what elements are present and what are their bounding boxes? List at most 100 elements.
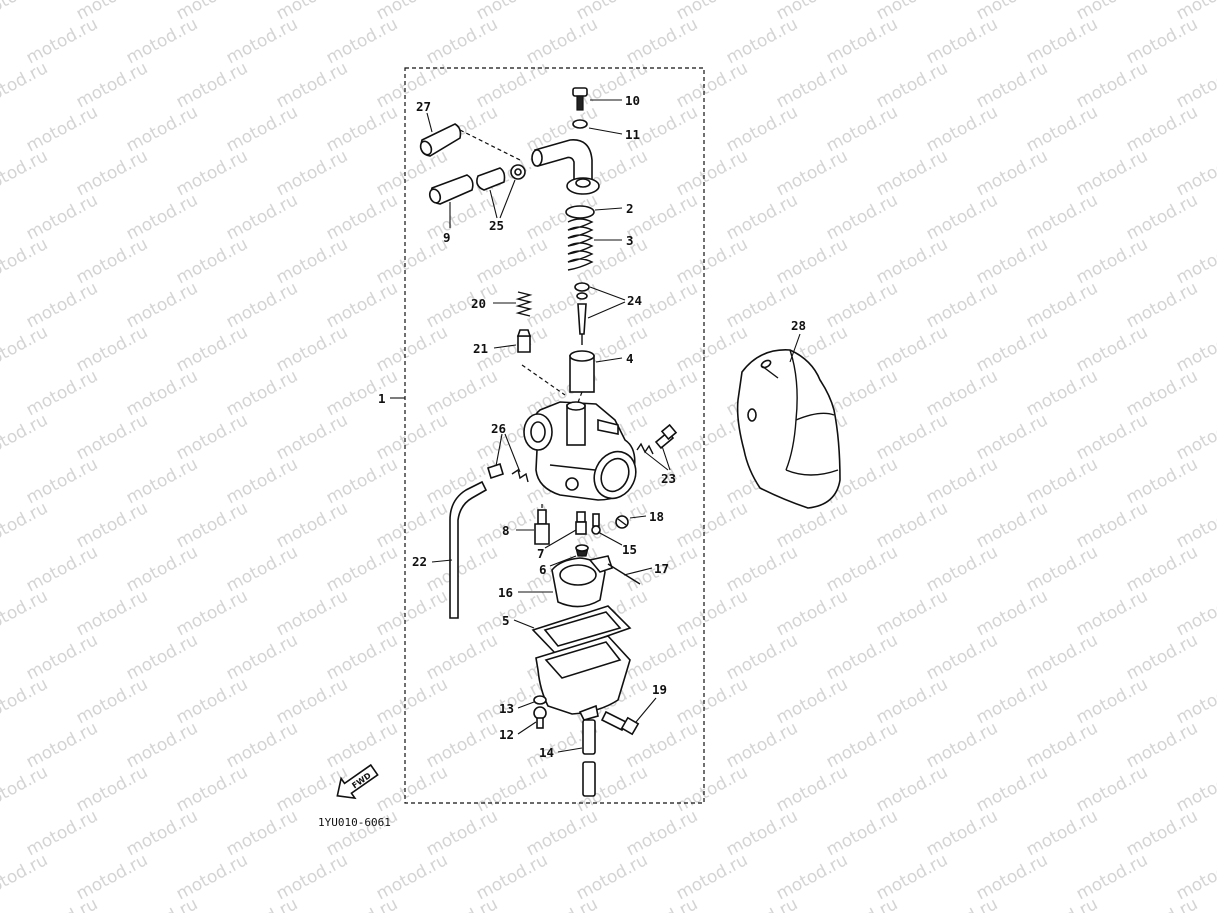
watermark-text: motod.ru (723, 542, 801, 596)
watermark-text: motod.ru (373, 234, 451, 288)
watermark-text: motod.ru (0, 806, 1, 860)
watermark-text: motod.ru (73, 146, 151, 200)
watermark-text: motod.ru (1123, 454, 1201, 508)
watermark-text: motod.ru (473, 58, 551, 112)
callout-18-leader (629, 515, 647, 519)
callout-23-leader-a (644, 451, 669, 471)
callout-14: 14 (539, 745, 554, 760)
watermark-text: motod.ru (423, 630, 501, 684)
watermark-text: motod.ru (1123, 366, 1201, 420)
watermark-text: motod.ru (1023, 806, 1101, 860)
watermark-text: motod.ru (123, 14, 201, 68)
watermark-text: motod.ru (1173, 58, 1217, 112)
part-25-adjuster (476, 164, 526, 191)
watermark-text: motod.ru (1173, 498, 1217, 552)
callout-3: 3 (626, 233, 634, 248)
watermark-text: motod.ru (973, 850, 1051, 904)
watermark-text: motod.ru (1123, 718, 1201, 772)
watermark-text: motod.ru (323, 14, 401, 68)
part-2-gasket (565, 205, 595, 219)
watermark-text: motod.ru (823, 894, 901, 913)
callout-27-leader (426, 112, 433, 133)
carburetor-body (523, 401, 637, 501)
callout-5: 5 (502, 613, 510, 628)
watermark-text: motod.ru (0, 454, 1, 508)
watermark-text: motod.ru (1123, 14, 1201, 68)
part-15-float-valve (591, 513, 601, 535)
watermark-text: motod.ru (573, 850, 651, 904)
watermark-text: motod.ru (123, 102, 201, 156)
watermark-text: motod.ru (673, 762, 751, 816)
watermark-text: motod.ru (123, 454, 201, 508)
callout-25: 25 (489, 218, 504, 233)
watermark-text: motod.ru (923, 14, 1001, 68)
watermark-text: motod.ru (123, 806, 201, 860)
callout-15-leader (597, 531, 623, 546)
watermark-text: motod.ru (323, 806, 401, 860)
callout-2: 2 (626, 201, 634, 216)
part-7-needle-jet (575, 511, 587, 535)
watermark-text: motod.ru (973, 146, 1051, 200)
watermark-text: motod.ru (723, 718, 801, 772)
watermark-text: motod.ru (1023, 894, 1101, 913)
watermark-text: motod.ru (173, 322, 251, 376)
part-6-main-jet (575, 544, 589, 557)
callout-24-leader-a (589, 286, 626, 301)
watermark-text: motod.ru (1023, 14, 1101, 68)
watermark-text: motod.ru (423, 14, 501, 68)
watermark-text: motod.ru (323, 366, 401, 420)
watermark-text: motod.ru (23, 454, 101, 508)
watermark-text: motod.ru (973, 234, 1051, 288)
watermark-text: motod.ru (723, 630, 801, 684)
watermark-text: motod.ru (873, 322, 951, 376)
part-24-needle (574, 282, 590, 345)
watermark-text: motod.ru (173, 586, 251, 640)
watermark-text: motod.ru (823, 14, 901, 68)
part-22-overflow-hose (449, 480, 488, 619)
watermark-text: motod.ru (673, 674, 751, 728)
watermark-text: motod.ru (573, 234, 651, 288)
watermark-text: motod.ru (373, 322, 451, 376)
watermark-text: motod.ru (973, 762, 1051, 816)
fwd-arrow-icon: FWD (336, 763, 379, 800)
callout-19: 19 (652, 682, 667, 697)
watermark-text: motod.ru (223, 454, 301, 508)
watermark-text: motod.ru (273, 674, 351, 728)
watermark-text: motod.ru (923, 278, 1001, 332)
watermark-text: motod.ru (1023, 366, 1101, 420)
watermark-text: motod.ru (923, 894, 1001, 913)
watermark-text: motod.ru (873, 234, 951, 288)
watermark-text: motod.ru (0, 366, 1, 420)
callout-20: 20 (471, 296, 486, 311)
watermark-text: motod.ru (523, 894, 601, 913)
watermark-text: motod.ru (0, 674, 51, 728)
watermark-text: motod.ru (323, 542, 401, 596)
watermark-text: motod.ru (1023, 190, 1101, 244)
callout-28-leader (789, 333, 801, 363)
watermark-text: motod.ru (1073, 234, 1151, 288)
watermark-text: motod.ru (1173, 322, 1217, 376)
callout-12: 12 (499, 727, 514, 742)
watermark-text: motod.ru (623, 630, 701, 684)
watermark-text: motod.ru (23, 102, 101, 156)
part-16-float (551, 555, 614, 608)
watermark-text: motod.ru (873, 410, 951, 464)
watermark-text: motod.ru (223, 14, 301, 68)
part-11-washer (572, 119, 588, 129)
callout-16: 16 (498, 585, 513, 600)
watermark-text: motod.ru (123, 190, 201, 244)
watermark-text: motod.ru (723, 278, 801, 332)
watermark-text: motod.ru (973, 58, 1051, 112)
watermark-text: motod.ru (0, 410, 51, 464)
callout-8: 8 (502, 523, 510, 538)
watermark-text: motod.ru (23, 366, 101, 420)
watermark-text: motod.ru (73, 410, 151, 464)
watermark-text: motod.ru (123, 278, 201, 332)
watermark-text: motod.ru (423, 806, 501, 860)
callout-14-leader (557, 747, 583, 753)
watermark-text: motod.ru (23, 718, 101, 772)
watermark-text: motod.ru (173, 146, 251, 200)
watermark-text: motod.ru (673, 498, 751, 552)
watermark-text: motod.ru (873, 850, 951, 904)
watermark-text: motod.ru (373, 58, 451, 112)
